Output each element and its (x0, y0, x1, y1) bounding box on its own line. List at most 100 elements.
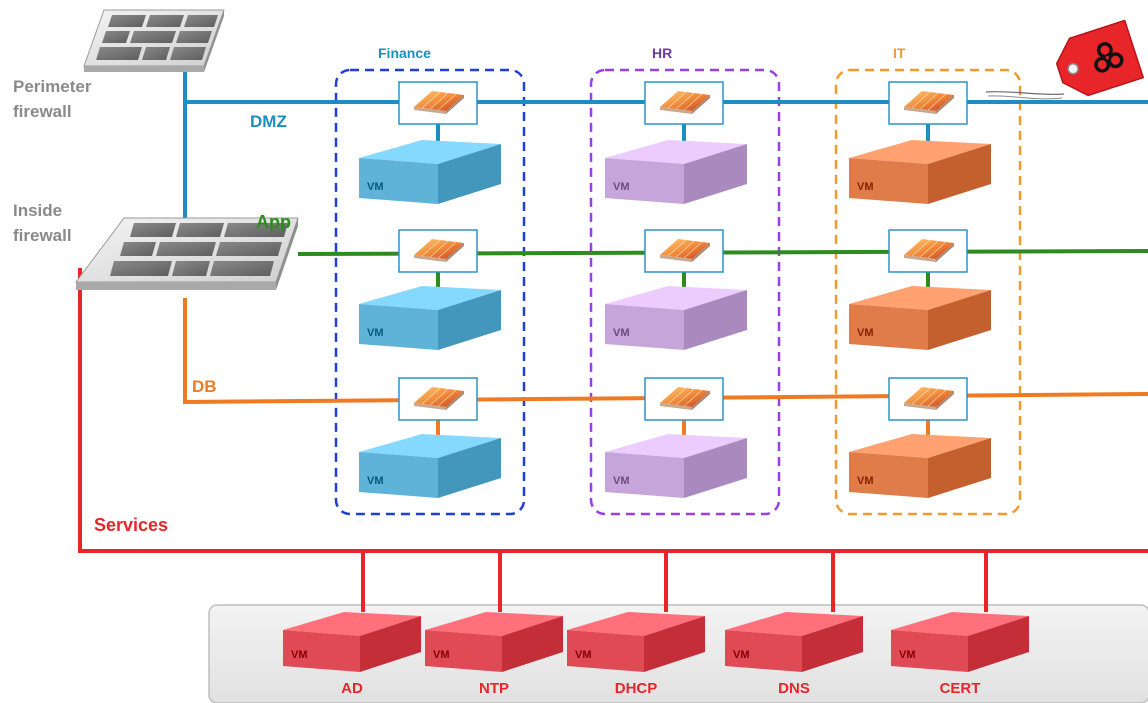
service-vm-layer: VM VM VM VM VM (283, 612, 1029, 672)
vm-finance-dmz: VM (359, 140, 501, 204)
service-vm-cert: VM (891, 612, 1029, 672)
vm-front-face (359, 158, 438, 204)
vm-label: VM (613, 327, 630, 339)
inside-firewall-label-line2: firewall (13, 226, 72, 245)
group-hr-label: HR (652, 45, 672, 61)
vm-top-face (605, 434, 747, 458)
service-label-dhcp: DHCP (615, 680, 658, 697)
vm-side-face (644, 616, 705, 672)
vm-finance-app: VM (359, 286, 501, 350)
vm-label: VM (367, 181, 384, 193)
inside-firewall-label-line1: Inside (13, 201, 62, 220)
vm-label: VM (433, 649, 450, 661)
db-label: DB (192, 377, 217, 396)
perimeter-firewall-label-line1: Perimeter (13, 77, 92, 96)
vm-front-face (605, 158, 684, 204)
nic-finance-app (398, 229, 478, 273)
vm-side-face (502, 616, 563, 672)
vm-label: VM (733, 649, 750, 661)
group-finance-label: Finance (378, 45, 431, 61)
vm-top-face (425, 612, 563, 636)
services-label: Services (94, 515, 168, 535)
vm-top-face (605, 286, 747, 310)
vm-it-dmz: VM (849, 140, 991, 204)
group-finance-box (334, 68, 526, 516)
service-label-dns: DNS (778, 680, 810, 697)
vm-label: VM (899, 649, 916, 661)
vm-side-face (438, 438, 501, 498)
vm-side-face (928, 290, 991, 350)
vm-top-face (849, 434, 991, 458)
vm-label: VM (367, 475, 384, 487)
vm-finance-db: VM (359, 434, 501, 498)
service-vm-dhcp: VM (567, 612, 705, 672)
vm-it-app: VM (849, 286, 991, 350)
vm-label: VM (857, 181, 874, 193)
vm-hr-app: VM (605, 286, 747, 350)
nic-finance-db (398, 377, 478, 421)
nic-finance-dmz (398, 81, 478, 125)
vm-side-face (928, 144, 991, 204)
nic-it-db (888, 377, 968, 421)
vm-front-face (567, 630, 644, 672)
vm-label: VM (575, 649, 592, 661)
vm-front-face (605, 452, 684, 498)
vm-top-face (849, 286, 991, 310)
vm-front-face (849, 158, 928, 204)
vm-side-face (928, 438, 991, 498)
vm-top-face (725, 612, 863, 636)
vm-top-face (891, 612, 1029, 636)
service-label-ntp: NTP (479, 680, 509, 697)
vm-label: VM (857, 475, 874, 487)
nic-hr-dmz (644, 81, 724, 125)
perimeter-firewall-label-line2: firewall (13, 102, 72, 121)
vm-front-face (849, 304, 928, 350)
service-label-ad: AD (341, 680, 363, 697)
vm-label: VM (857, 327, 874, 339)
service-vm-dns: VM (725, 612, 863, 672)
vm-top-face (849, 140, 991, 164)
vm-front-face (359, 452, 438, 498)
group-it-label: IT (893, 45, 906, 61)
vm-front-face (359, 304, 438, 350)
nic-it-dmz (888, 81, 968, 125)
service-vm-ntp: VM (425, 612, 563, 672)
vm-front-face (725, 630, 802, 672)
nic-hr-app (644, 229, 724, 273)
vm-side-face (684, 290, 747, 350)
vm-hr-dmz: VM (605, 140, 747, 204)
perimeter-firewall (83, 9, 225, 72)
vm-side-face (968, 616, 1029, 672)
service-label-cert: CERT (940, 680, 981, 697)
vm-front-face (849, 452, 928, 498)
app-label: App (256, 212, 291, 232)
vm-label: VM (613, 475, 630, 487)
vm-side-face (360, 616, 421, 672)
vm-side-face (438, 144, 501, 204)
vm-hr-db: VM (605, 434, 747, 498)
nic-hr-db (644, 377, 724, 421)
dmz-label: DMZ (250, 112, 287, 131)
group-hr-box (589, 68, 781, 516)
group-it-box (834, 68, 1022, 516)
vm-label: VM (291, 649, 308, 661)
inside-firewall (75, 217, 299, 290)
vm-front-face (283, 630, 360, 672)
vm-side-face (684, 438, 747, 498)
vm-label: VM (367, 327, 384, 339)
vm-top-face (359, 434, 501, 458)
vm-top-face (567, 612, 705, 636)
vm-top-face (283, 612, 421, 636)
vm-front-face (425, 630, 502, 672)
vm-top-face (359, 140, 501, 164)
vm-label: VM (613, 181, 630, 193)
vm-side-face (684, 144, 747, 204)
vm-front-face (605, 304, 684, 350)
vm-front-face (891, 630, 968, 672)
vm-top-face (359, 286, 501, 310)
vm-it-db: VM (849, 434, 991, 498)
nic-it-app (888, 229, 968, 273)
vm-top-face (605, 140, 747, 164)
vm-side-face (802, 616, 863, 672)
